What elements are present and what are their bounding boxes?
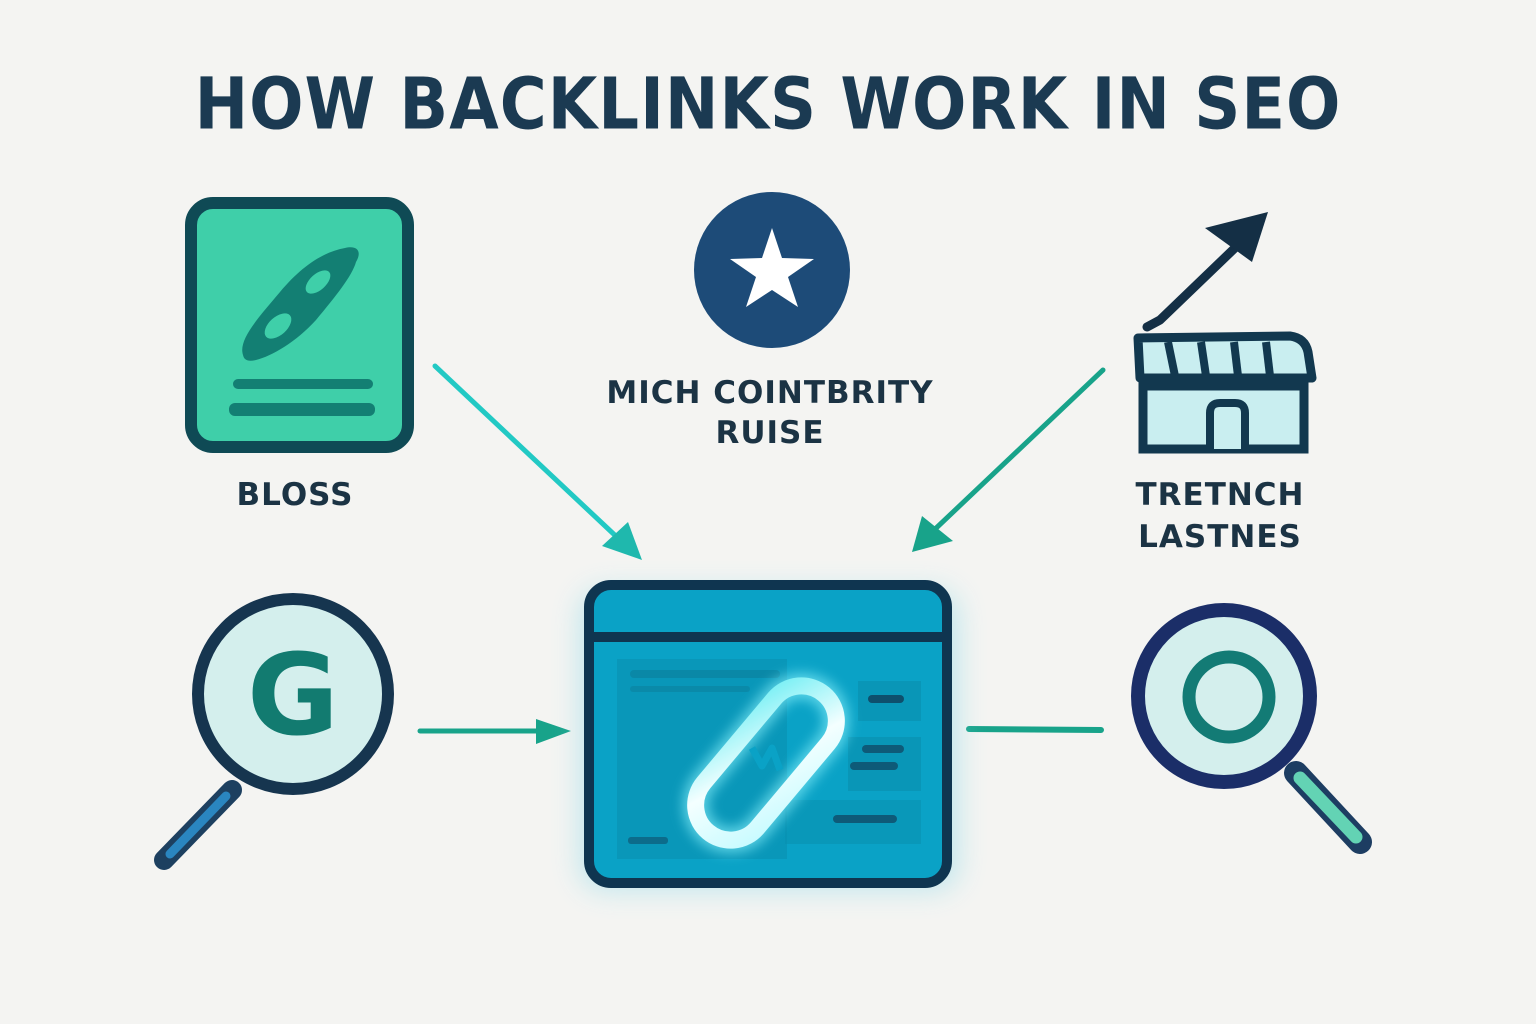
authority-label-line2: RUISE (715, 415, 825, 451)
line-website-to-search (966, 726, 1104, 733)
google-search-icon (154, 593, 394, 870)
trends-label-line2: LASTNES (1138, 519, 1302, 555)
webpage-link-icon (580, 580, 958, 890)
trends-label-line1: TRETNCH (1135, 477, 1305, 513)
arrow-trends-to-website (912, 367, 1106, 552)
page-title: HOW BACKLINKS WORK IN SEO (194, 63, 1342, 147)
star-badge-icon (694, 192, 850, 348)
storefront-growth-icon (1133, 212, 1317, 454)
arrow-google-to-website (417, 719, 571, 744)
authority-label-line1: MICH COINTBRITY (606, 375, 934, 411)
magnifier-icon (1131, 603, 1372, 854)
arrow-blogs-to-website (432, 363, 642, 560)
blogs-label: BLOSS (236, 477, 354, 513)
google-g-glyph: G (247, 631, 339, 761)
blog-pen-icon (185, 197, 414, 453)
